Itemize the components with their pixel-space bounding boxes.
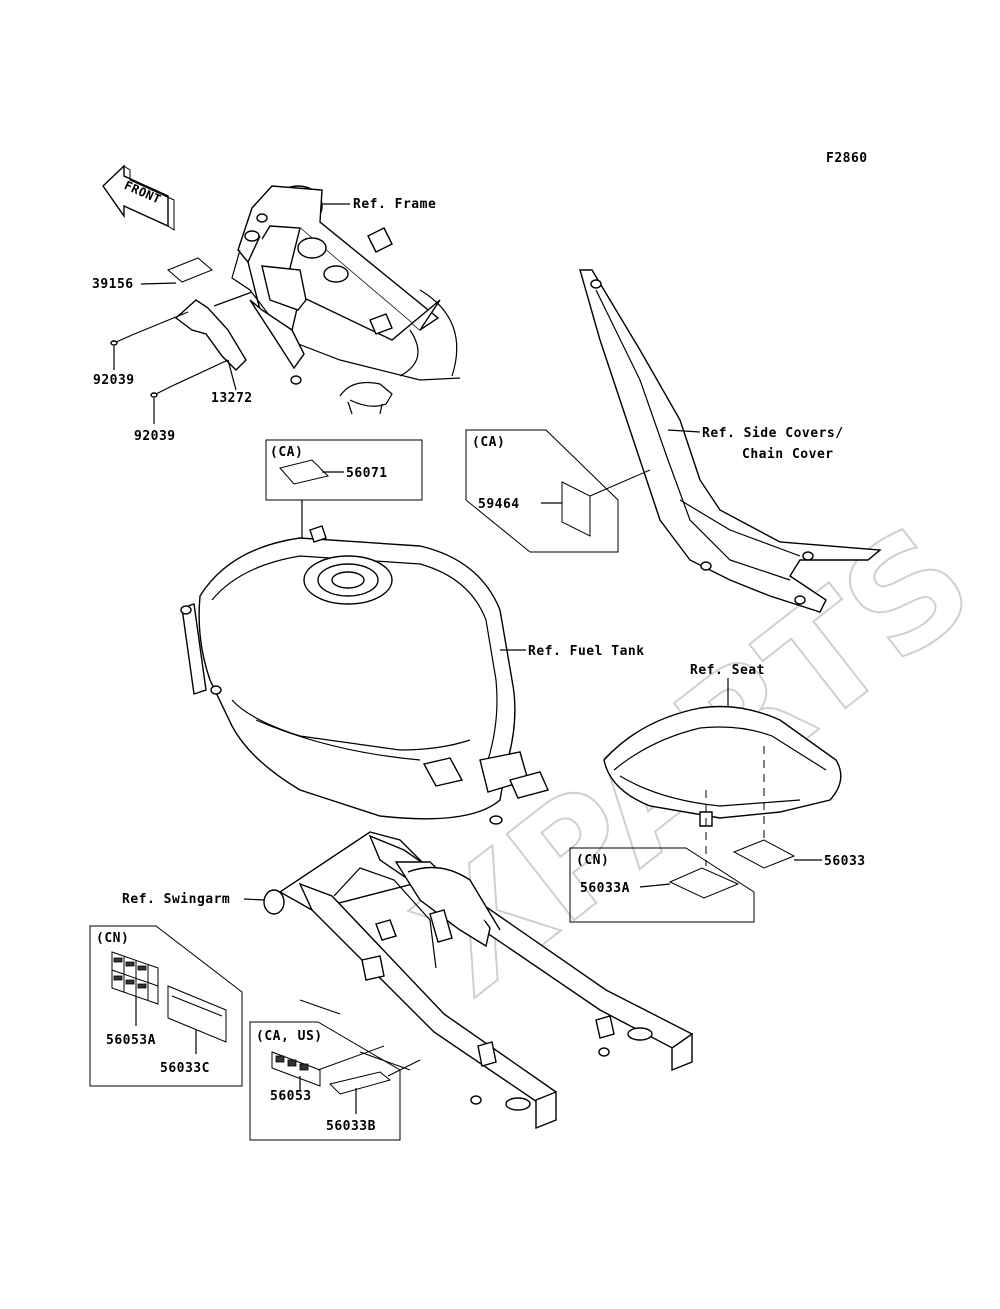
region-ca-side: (CA) [472,435,505,450]
region-box-ca-us [249,1021,401,1141]
swingarm-drawing [263,831,694,1130]
seat-drawing [603,705,842,827]
part-92039-a: 92039 [93,373,135,388]
part-56033B: 56033B [326,1119,376,1134]
region-box-ca-fuel [265,439,423,501]
part-56053A: 56053A [106,1033,156,1048]
decal-56033B [329,1071,392,1095]
ref-fuel-tank-label: Ref. Fuel Tank [528,644,645,659]
decal-56071 [279,459,329,485]
decal-56053A [111,951,159,1005]
region-cn-seat: (CN) [576,853,609,868]
region-box-ca-side [465,429,619,553]
bracket-13272 [174,299,247,371]
part-56071: 56071 [346,466,388,481]
ref-side-covers-label-2: Chain Cover [742,447,834,462]
region-box-cn-swing [89,925,243,1087]
part-56033: 56033 [824,854,866,869]
part-13272: 13272 [211,391,253,406]
part-92039-b: 92039 [134,429,176,444]
front-arrow-icon: FRONT [102,164,175,231]
decal-39156 [167,257,213,283]
ref-side-covers-label-1: Ref. Side Covers/ [702,426,844,441]
decal-59464 [561,481,591,537]
part-56053: 56053 [270,1089,312,1104]
decal-56053 [271,1051,321,1087]
region-ca-fuel: (CA) [270,445,303,460]
screw-92039-a [110,311,189,346]
region-cn-swing: (CN) [96,931,129,946]
decal-56033C [167,985,227,1043]
decal-56033A [668,867,740,899]
frame-drawing [231,185,461,415]
screw-92039-b [150,359,229,398]
region-box-cn-seat [569,847,755,923]
region-ca-us: (CA, US) [256,1029,323,1044]
part-56033A: 56033A [580,881,630,896]
ref-seat-label: Ref. Seat [690,663,765,678]
decal-56033 [732,839,796,869]
ref-swingarm-label: Ref. Swingarm [122,892,230,907]
diagram-code: F2860 [826,151,868,166]
part-59464: 59464 [478,497,520,512]
fuel-tank-drawing [180,525,549,825]
ref-frame-label: Ref. Frame [353,197,436,212]
side-cover-drawing [579,269,882,613]
part-39156: 39156 [92,277,134,292]
part-56033C: 56033C [160,1061,210,1076]
